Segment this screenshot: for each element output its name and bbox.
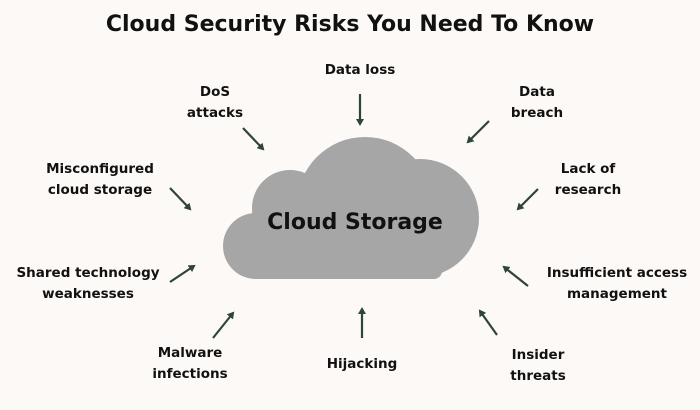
risk-label: cloud storage [47,182,153,198]
risk-shared-tech: Shared technology weaknesses [16,263,159,305]
risk-label: management [566,286,668,302]
center-label: Cloud Storage [267,210,443,235]
arrow-misconfigured [169,187,192,211]
arrow-lack-research [516,188,539,211]
risk-label: weaknesses [42,286,134,302]
risk-label: breach [510,105,564,121]
risk-data-loss: Data loss [325,60,396,81]
risk-label: Shared technology [16,265,160,281]
arrow-insufficient [502,265,529,287]
cloud-shape [223,137,479,279]
risk-label: Insider [511,347,565,363]
risk-label: Lack of [560,161,616,177]
arrow-shared-tech [169,264,196,283]
risk-label: Data [519,84,555,100]
arrow-data-breach [466,120,490,144]
risk-label: Data loss [324,62,396,78]
arrow-malware [212,311,235,339]
risk-label: attacks [186,105,244,121]
risk-lack-research: Lack of research [555,159,621,201]
risk-label: DoS [199,84,231,100]
risk-malware: Malware infections [152,343,227,385]
risk-dos: DoS attacks [187,82,243,124]
risk-label: Insufficient access [546,265,688,281]
risk-insufficient-access: Insufficient access management [547,263,687,305]
risk-insider: Insider threats [510,345,565,387]
risk-label: Malware [157,345,223,361]
risk-label: infections [152,366,228,382]
risk-label: Misconfigured [46,161,154,177]
risk-data-breach: Data breach [511,82,563,124]
arrow-dos [242,127,265,151]
diagram-title: Cloud Security Risks You Need To Know [105,12,595,37]
risk-label: research [554,182,622,198]
risk-misconfigured: Misconfigured cloud storage [46,159,154,201]
risk-hijacking: Hijacking [327,354,398,375]
arrow-insider [478,309,498,336]
risk-label: threats [510,368,566,384]
risk-label: Hijacking [326,356,398,372]
